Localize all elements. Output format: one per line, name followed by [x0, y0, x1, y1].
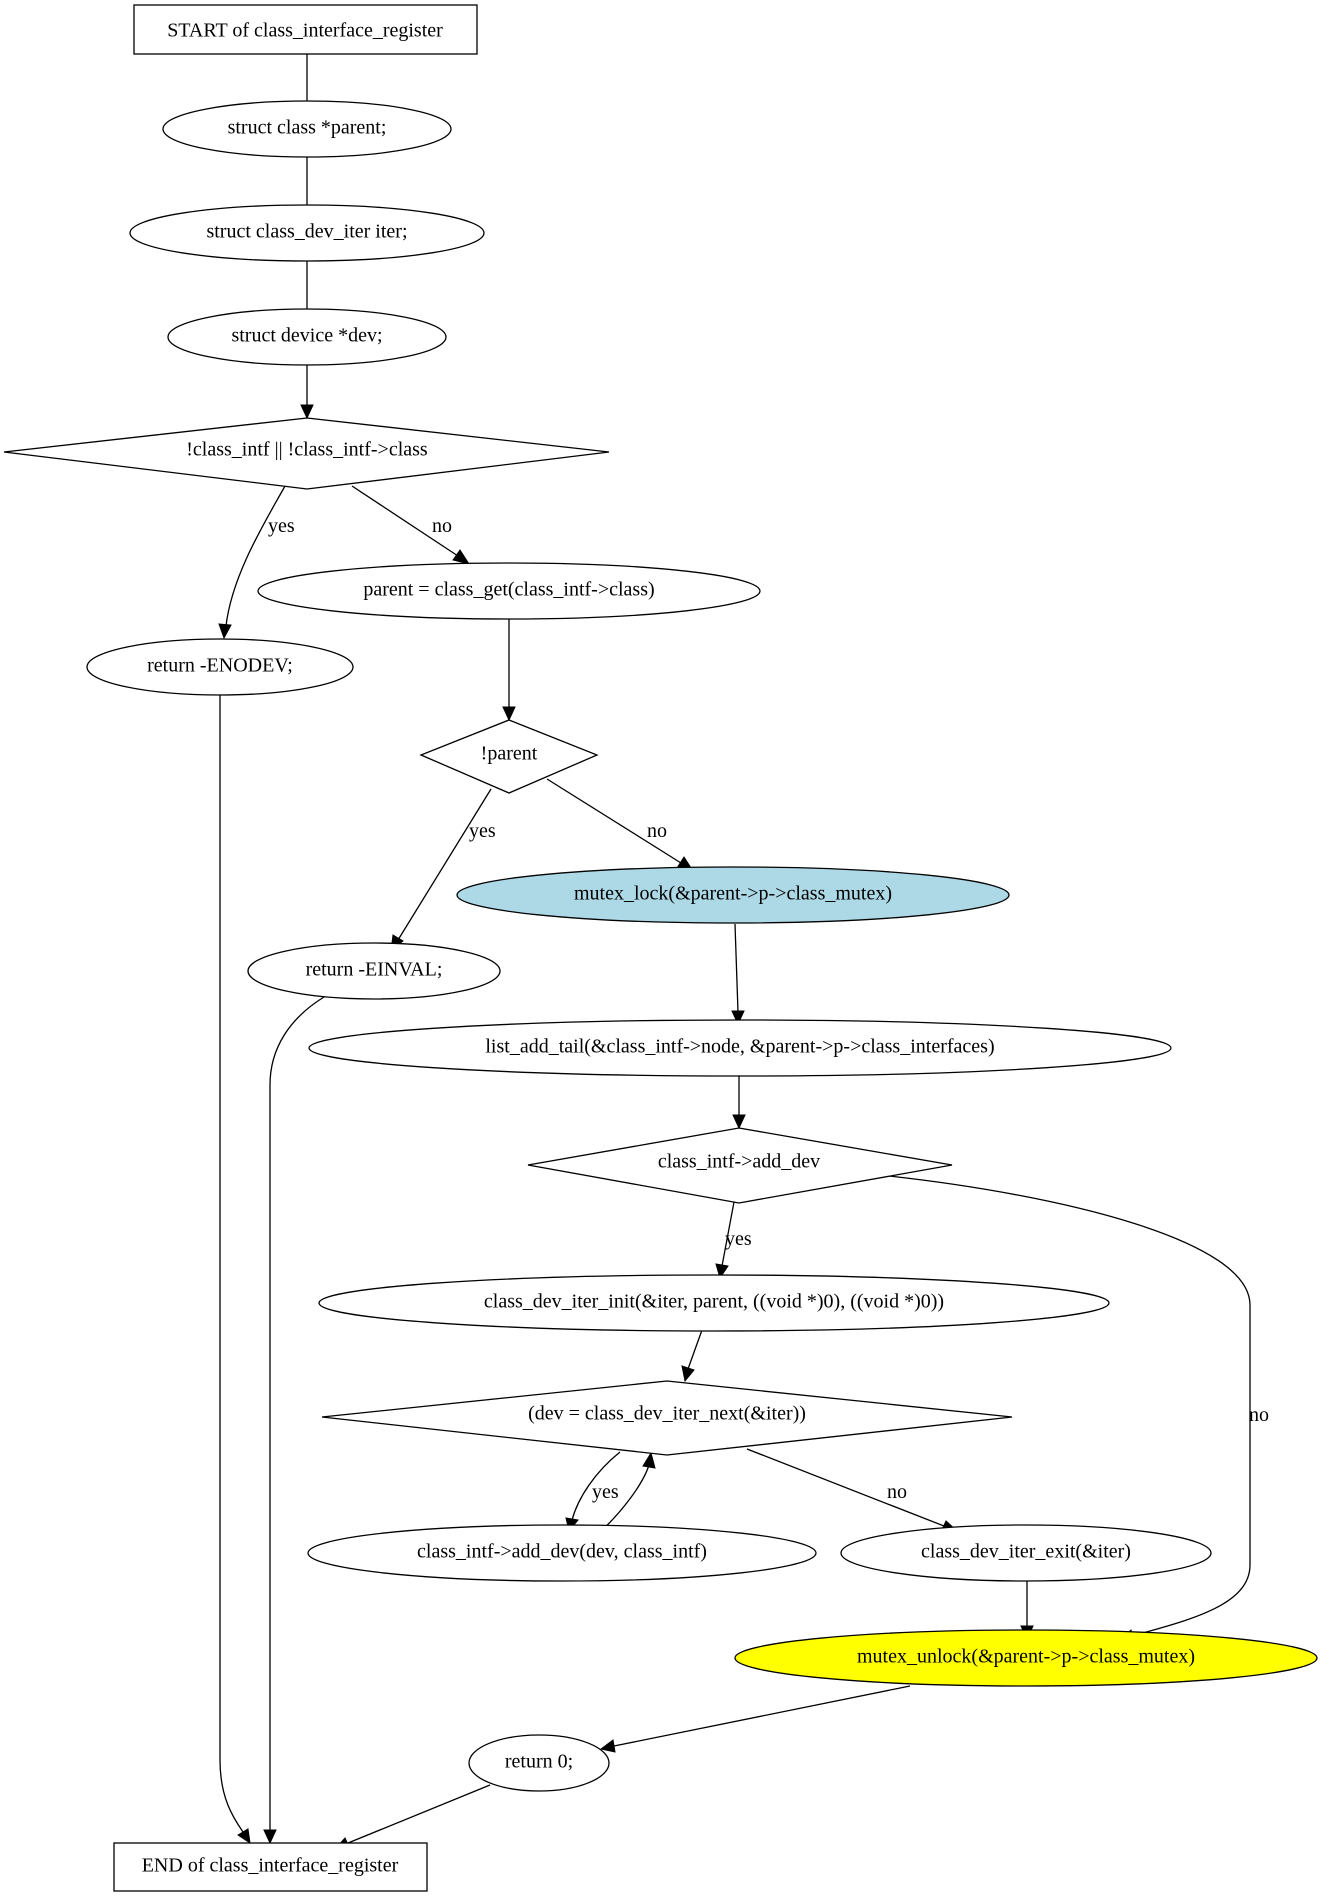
edge-arrowhead — [300, 404, 314, 420]
edge-labels: yes no yes no yes no yes no — [268, 515, 1269, 1503]
iter-next-check-decision: (dev = class_dev_iter_next(&iter)) — [321, 1380, 1013, 1456]
edge-arrowhead — [731, 1010, 745, 1026]
svg-text:list_add_tail(&class_intf->nod: list_add_tail(&class_intf->node, &parent… — [485, 1036, 994, 1058]
class-get-node: parent = class_get(class_intf->class) — [257, 562, 761, 620]
edge-add-dev-check-yes — [721, 1201, 735, 1267]
edge-label-intf-no: no — [432, 515, 452, 537]
edge-next-check-yes — [571, 1451, 621, 1521]
return-enodev-node: return -ENODEV; — [86, 638, 354, 696]
end-node: END of class_interface_register — [113, 1842, 428, 1892]
svg-text:END of class_interface_registe: END of class_interface_register — [142, 1855, 399, 1877]
class-intf-check-decision: !class_intf || !class_intf->class — [3, 417, 610, 490]
edge-return-einval-to-end — [269, 996, 325, 1831]
parent-null-check-decision: !parent — [419, 719, 599, 794]
svg-text:!parent: !parent — [481, 743, 538, 765]
svg-text:mutex_unlock(&parent->p->class: mutex_unlock(&parent->p->class_mutex) — [857, 1646, 1195, 1668]
dev-declaration-node: struct device *dev; — [167, 308, 447, 366]
return-zero-node: return 0; — [468, 1734, 610, 1792]
svg-text:START of class_interface_regis: START of class_interface_register — [167, 20, 443, 42]
edge-return-enodev-to-end — [219, 695, 244, 1833]
edge-arrowhead — [732, 1114, 746, 1130]
edge-arrowhead — [218, 623, 232, 640]
edge-label-next-no: no — [887, 1481, 907, 1503]
edge-label-parent-no: no — [647, 820, 667, 842]
svg-text:(dev = class_dev_iter_next(&it: (dev = class_dev_iter_next(&iter)) — [528, 1403, 806, 1425]
edge-iter-init-to-next-check — [687, 1329, 703, 1370]
edge-label-intf-yes: yes — [268, 515, 295, 537]
edge-label-next-yes: yes — [592, 1481, 619, 1503]
edge-mutex-unlock-to-return-zero — [613, 1685, 911, 1747]
edge-arrowhead — [263, 1829, 277, 1845]
list-add-tail-node: list_add_tail(&class_intf->node, &parent… — [308, 1019, 1172, 1077]
svg-text:struct device *dev;: struct device *dev; — [231, 325, 382, 347]
mutex-unlock-node: mutex_unlock(&parent->p->class_mutex) — [734, 1629, 1318, 1687]
return-einval-node: return -EINVAL; — [247, 942, 501, 1000]
nodes: START of class_interface_register struct… — [3, 4, 1318, 1892]
svg-text:return 0;: return 0; — [505, 1751, 573, 1773]
edge-add-dev-check-no — [888, 1175, 1251, 1637]
add-dev-call-node: class_intf->add_dev(dev, class_intf) — [307, 1524, 817, 1582]
edge-arrowhead — [502, 706, 516, 722]
svg-text:return -EINVAL;: return -EINVAL; — [306, 959, 443, 981]
svg-text:class_intf->add_dev(dev, class: class_intf->add_dev(dev, class_intf) — [417, 1541, 707, 1563]
iter-init-node: class_dev_iter_init(&iter, parent, ((voi… — [318, 1274, 1110, 1332]
edge-mutex-lock-to-list-add — [734, 923, 739, 1013]
add-dev-check-decision: class_intf->add_dev — [527, 1127, 953, 1204]
start-node: START of class_interface_register — [133, 4, 478, 55]
edge-arrowhead — [681, 1365, 695, 1383]
edge-parent-check-yes — [397, 788, 492, 941]
edge-label-adddev-no: no — [1249, 1404, 1269, 1426]
edge-arrowhead — [642, 1451, 656, 1469]
svg-text:return -ENODEV;: return -ENODEV; — [147, 655, 293, 677]
svg-text:class_intf->add_dev: class_intf->add_dev — [658, 1151, 820, 1173]
iter-declaration-node: struct class_dev_iter iter; — [129, 204, 485, 262]
edge-arrowhead — [237, 1828, 251, 1845]
svg-text:parent = class_get(class_intf-: parent = class_get(class_intf->class) — [363, 579, 654, 601]
svg-text:class_dev_iter_exit(&iter): class_dev_iter_exit(&iter) — [921, 1541, 1131, 1563]
edge-next-check-no — [746, 1448, 945, 1527]
edge-intf-check-yes — [225, 485, 286, 627]
parent-declaration-node: struct class *parent; — [162, 100, 452, 158]
edge-parent-check-no — [546, 778, 682, 864]
iter-exit-node: class_dev_iter_exit(&iter) — [840, 1524, 1212, 1582]
svg-text:!class_intf || !class_intf->cl: !class_intf || !class_intf->class — [186, 439, 428, 461]
edge-intf-check-no — [351, 485, 459, 557]
mutex-lock-node: mutex_lock(&parent->p->class_mutex) — [456, 866, 1010, 924]
edge-label-adddev-yes: yes — [725, 1228, 752, 1250]
svg-text:class_dev_iter_init(&iter, par: class_dev_iter_init(&iter, parent, ((voi… — [484, 1291, 944, 1313]
edge-arrowhead — [452, 549, 471, 565]
edge-label-parent-yes: yes — [469, 820, 496, 842]
svg-text:struct class_dev_iter iter;: struct class_dev_iter iter; — [206, 221, 407, 243]
edge-return-zero-to-end — [347, 1784, 491, 1844]
svg-text:struct class *parent;: struct class *parent; — [228, 117, 387, 139]
svg-text:mutex_lock(&parent->p->class_m: mutex_lock(&parent->p->class_mutex) — [574, 883, 892, 905]
edge-arrowhead — [599, 1739, 616, 1753]
